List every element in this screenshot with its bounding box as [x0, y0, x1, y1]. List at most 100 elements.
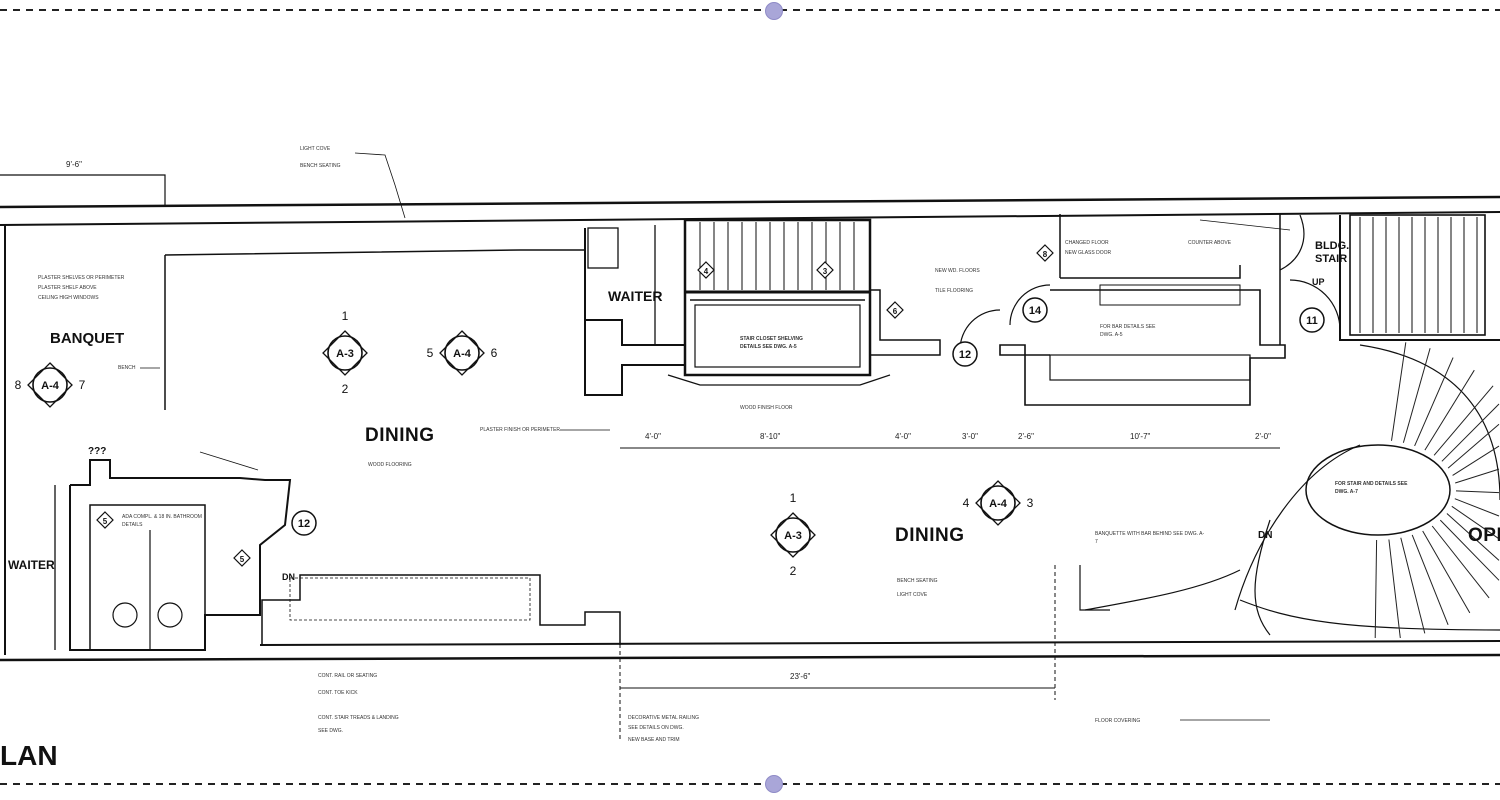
note-new-wd-floors: NEW WD. FLOORS [935, 268, 980, 274]
column-block [587, 227, 619, 269]
section-marker-number: 1 [342, 309, 349, 323]
door-tag: 5 [96, 511, 114, 529]
room-label-banquet: BANQUET [50, 330, 125, 347]
dimension-4: 3'-0" [962, 432, 978, 441]
door-tag: 12 [291, 510, 317, 536]
section-marker-id: A-4 [453, 348, 472, 360]
stair-core-base [667, 374, 891, 386]
spiral-tread [1451, 505, 1500, 540]
section-marker: A-4 4 3 [963, 480, 1034, 526]
stair-treads-main [699, 222, 855, 290]
north-wall-outer [0, 195, 1500, 209]
south-wall-outer [0, 653, 1500, 662]
room-label-waiter-left: WAITER [8, 558, 55, 572]
spiral-tread [1424, 369, 1475, 451]
waiter-station [584, 228, 686, 396]
dimension-9: 9'-6" [66, 160, 82, 169]
bar-enclosure [999, 289, 1286, 406]
note-bench: BENCH [118, 365, 136, 371]
room-label-dining-center: DINING [895, 525, 965, 546]
section-marker-number: 5 [427, 346, 434, 360]
crop-handle-bottom[interactable] [765, 775, 783, 793]
spiral-tread [1388, 539, 1401, 639]
section-marker-number: 4 [963, 496, 970, 510]
door-tag: 3 [816, 261, 834, 279]
spiral-tread [1400, 537, 1426, 634]
toilet-1 [112, 602, 138, 628]
door-tag-number: 6 [893, 307, 898, 316]
note-plaster-finish: PLASTER FINISH OR PERIMETER [480, 427, 561, 433]
door-tag: 4 [697, 261, 715, 279]
door-tag-number: 5 [103, 517, 108, 526]
note-plaster-shelves: PLASTER SHELVES OR PERIMETER [38, 275, 125, 281]
spiral-stair-outer [1359, 344, 1500, 501]
note-plaster-shelf: PLASTER SHELF ABOVE [38, 285, 97, 291]
plan-title: LAN [0, 740, 58, 771]
bar-top-wall [1060, 265, 1241, 279]
toilet-2 [157, 602, 183, 628]
door-tag-number: 3 [823, 267, 828, 276]
spiral-tread [1431, 525, 1490, 599]
south-wall-inner [259, 640, 1500, 646]
spiral-tread [1422, 530, 1471, 614]
leader-bench-top [1199, 219, 1291, 231]
dimension-2: 8'-10" [760, 432, 781, 441]
note-bench-seating-top: BENCH SEATING [300, 163, 341, 169]
note-stair-closet: STAIR CLOSET SHELVING DETAILS SEE DWG. A… [740, 336, 803, 350]
spiral-tread [1446, 513, 1500, 561]
note-light-cove-bottom: LIGHT COVE [897, 592, 928, 598]
door-tag: 8 [1036, 244, 1054, 262]
spiral-tread [1454, 498, 1500, 517]
note-cont-toe-kick: CONT. TOE KICK [318, 690, 358, 696]
door-tag-number: 12 [298, 518, 310, 530]
note-new-base-trim: NEW BASE AND TRIM [628, 737, 680, 743]
mark-dn-left: DN [282, 572, 295, 582]
building-stair-wall [1339, 215, 1500, 341]
section-marker-number: 1 [790, 491, 797, 505]
mark-dn-right: DN [1258, 530, 1273, 541]
stair-core [683, 218, 872, 377]
spiral-tread [1402, 348, 1431, 443]
section-marker-number: 2 [342, 382, 349, 396]
room-label-open: OPE [1468, 525, 1500, 546]
door-tag-number: 5 [240, 555, 245, 564]
door-tag: 14 [1022, 297, 1048, 323]
section-marker-id: A-4 [41, 380, 60, 392]
door-swing-14 [1009, 284, 1051, 326]
stair-core-right-wall [870, 289, 941, 356]
section-marker-id: A-3 [784, 530, 802, 542]
spiral-tread [1447, 423, 1500, 469]
note-see-dwg: SEE DWG. [318, 728, 344, 734]
spiral-tread [1391, 342, 1407, 441]
crop-handle-top[interactable] [765, 2, 783, 20]
spiral-tread [1439, 519, 1500, 581]
section-marker-id: A-3 [336, 348, 354, 360]
dimension-3: 4'-0" [895, 432, 911, 441]
spiral-tread [1455, 468, 1500, 484]
spiral-tread [1414, 357, 1454, 447]
room-label-building-stair: BLDG. STAIR [1315, 240, 1350, 265]
leader-light-cove [354, 152, 406, 219]
dimension-1: 4'-0" [645, 432, 661, 441]
spiral-tread [1433, 385, 1494, 456]
spiral-stair-landing [1239, 599, 1500, 631]
bench-grid [289, 577, 531, 621]
top-dimension-frame [0, 174, 166, 207]
door-tag: 6 [886, 301, 904, 319]
section-marker-id: A-4 [989, 498, 1008, 510]
leader-bathroom-top [199, 451, 259, 471]
section-marker-number: 2 [790, 564, 797, 578]
dimension-5: 2'-6" [1018, 432, 1034, 441]
door-tag-number: 11 [1306, 315, 1318, 327]
note-bar-details: FOR BAR DETAILS SEE DWG. A-5 [1100, 324, 1156, 338]
note-stair-details: FOR STAIR AND DETAILS SEE DWG. A-7 [1335, 481, 1408, 495]
section-marker-number: 7 [79, 378, 86, 392]
section-marker-number: 3 [1027, 496, 1034, 510]
room-label-dining-left: DINING [365, 425, 435, 446]
section-marker-number: 8 [15, 378, 22, 392]
building-stair [1349, 214, 1486, 336]
